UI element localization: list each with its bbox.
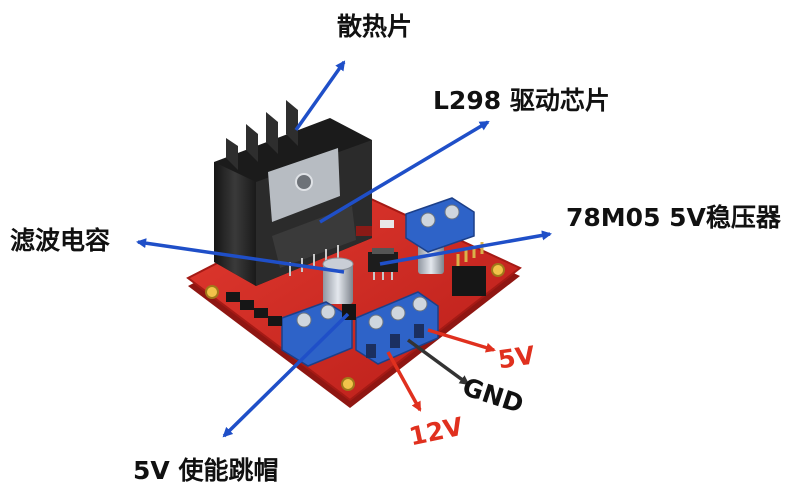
power-gnd-arrow bbox=[406, 338, 470, 386]
pin-header-icon bbox=[226, 242, 486, 326]
capacitor-arrow bbox=[136, 238, 345, 274]
label-filter-capacitor: 滤波电容 bbox=[10, 226, 111, 255]
label-heatsink: 散热片 bbox=[337, 12, 413, 41]
label-5v-jumper: 5V 使能跳帽 bbox=[133, 456, 279, 485]
regulator-arrow bbox=[379, 230, 552, 266]
terminal-block-icon bbox=[281, 197, 475, 367]
heatsink-arrow bbox=[294, 60, 346, 132]
jumper-arrow bbox=[222, 312, 350, 438]
label-power-5v: 5V bbox=[496, 340, 537, 375]
power-5v-arrow bbox=[427, 328, 496, 353]
label-l298-chip: L298 驱动芯片 bbox=[433, 86, 610, 115]
l298-arrow bbox=[319, 120, 490, 224]
label-regulator: 78M05 5V稳压器 bbox=[566, 203, 781, 232]
l298-chip-icon bbox=[272, 206, 356, 276]
power-12v-arrow bbox=[386, 351, 422, 412]
